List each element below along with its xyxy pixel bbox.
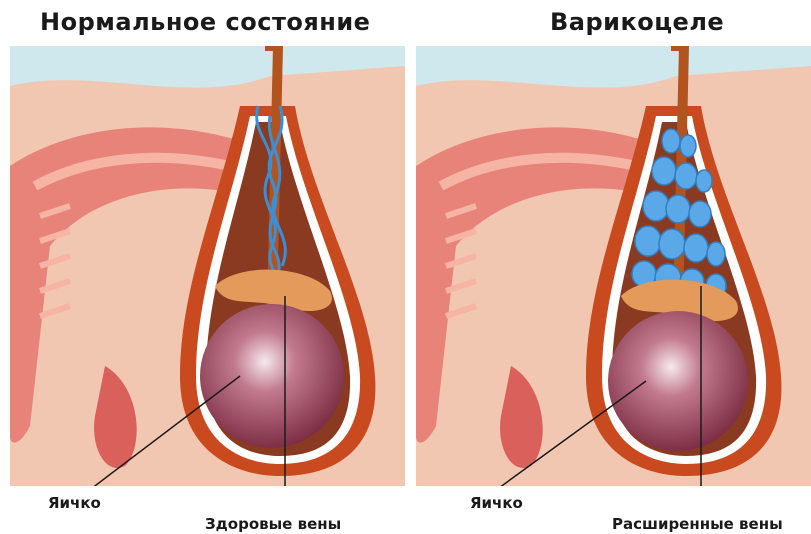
normal-anatomy-illustration bbox=[10, 46, 405, 486]
testicle bbox=[608, 311, 748, 451]
left-veins-label: Здоровые вены bbox=[205, 515, 341, 533]
right-veins-label: Расширенные вены bbox=[612, 515, 783, 533]
left-panel-title: Нормальное состояние bbox=[40, 8, 370, 36]
varicocele-anatomy-illustration bbox=[416, 46, 811, 486]
right-testicle-label: Яичко bbox=[470, 494, 523, 512]
testicle bbox=[200, 304, 344, 448]
right-panel-title: Варикоцеле bbox=[550, 8, 724, 36]
left-testicle-label: Яичко bbox=[48, 494, 101, 512]
